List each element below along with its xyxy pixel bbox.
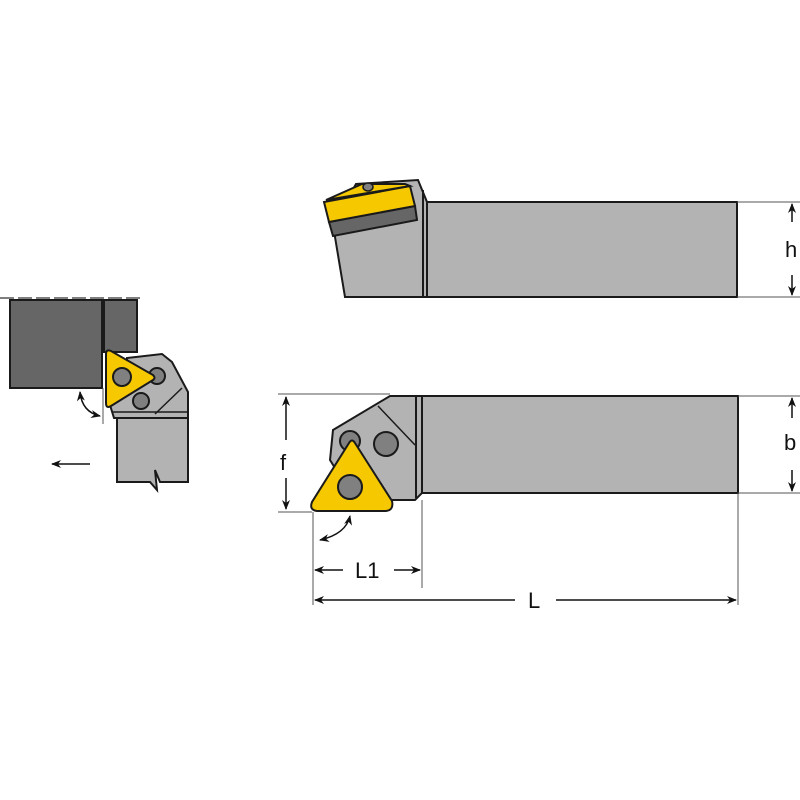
side-clamp: [325, 183, 414, 201]
label-f: f: [280, 450, 287, 475]
label-b: b: [784, 430, 796, 455]
top-insert-hole: [337, 474, 363, 500]
top-shank: [421, 395, 739, 494]
dimension-f: f: [278, 393, 390, 513]
dimension-b: b: [737, 395, 800, 605]
label-h: h: [785, 237, 797, 262]
workpiece-shoulder: [103, 299, 138, 353]
top-clamp-screw: [373, 431, 399, 457]
angle-arc: [319, 515, 352, 542]
side-shank: [426, 201, 738, 298]
label-L: L: [528, 588, 540, 613]
side-view: h: [322, 178, 800, 298]
top-view: b f L1 L: [278, 393, 800, 613]
app-angle-arc: [76, 391, 101, 418]
label-L1: L1: [355, 558, 379, 583]
workpiece-main: [9, 299, 103, 389]
app-shank: [116, 417, 189, 494]
dimension-L1: L1: [312, 500, 423, 605]
app-seat-screw: [132, 392, 150, 410]
application-view: [0, 297, 189, 494]
side-screw: [362, 182, 374, 192]
dimension-h: h: [737, 201, 800, 298]
dimension-L: L: [314, 588, 737, 613]
app-insert-hole: [112, 367, 132, 387]
